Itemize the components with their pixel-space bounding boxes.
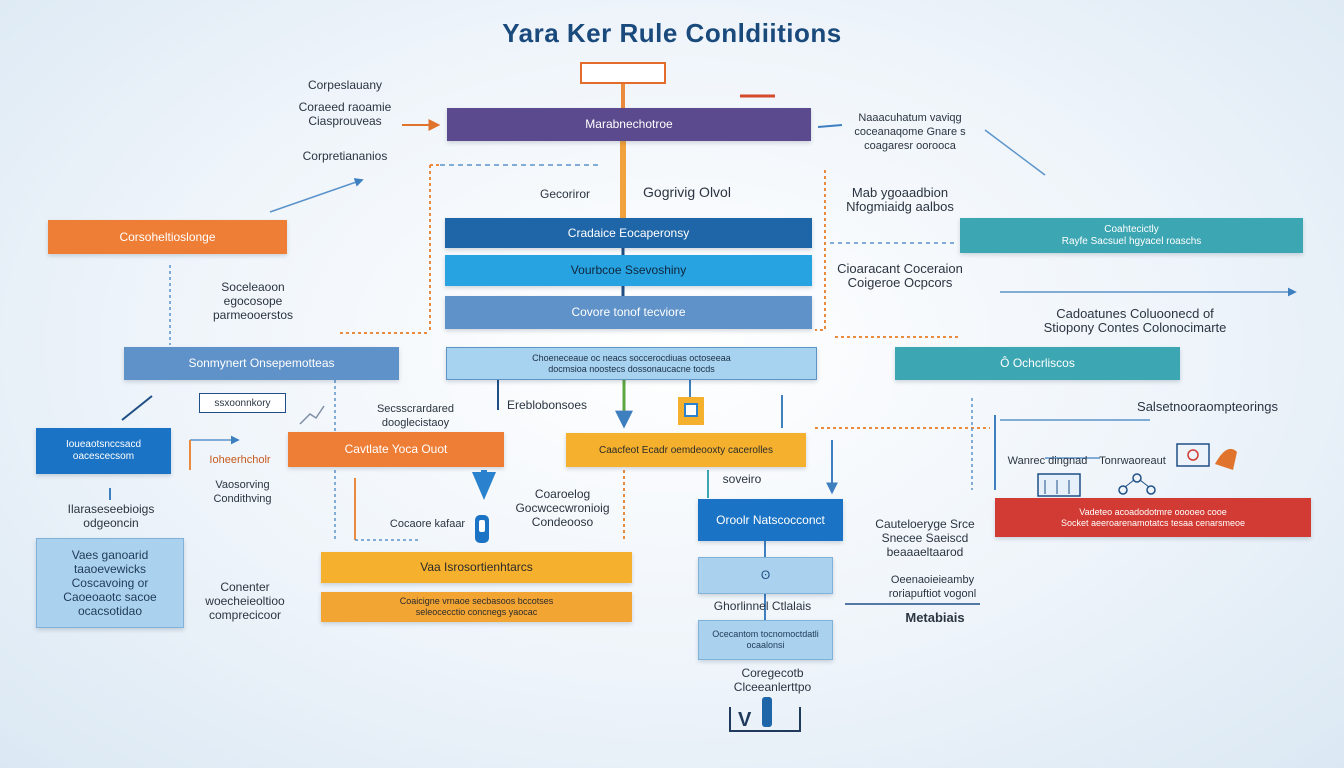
label-mid-d: Cocaore kafaar (389, 518, 466, 530)
condition-node-3: Covore tonof tecviore (445, 296, 812, 329)
amber-node-3: Coaicigne vrnaoe secbasoos bccotses sele… (321, 592, 632, 622)
label-right-3: Cadoatunes Coluoonecd of Stiopony Contes… (1043, 306, 1227, 335)
left-light-node: Vaes ganoarid taaoevewicks Coscavoing or… (36, 538, 184, 628)
main-node: Marabnechotroe (447, 108, 811, 141)
label-far-left-1: Ilaraseseebioigs odgeoncin (67, 502, 155, 530)
label-soveiro: soveiro (722, 472, 762, 486)
checklist-icon: V (729, 697, 801, 732)
label-mid-b: Ereblobonsoes (506, 398, 588, 412)
label-mid-c: Coaroelog Gocwcecwronioig Condeooso (515, 487, 610, 529)
right-teal-node: Coahtecictly Rayfe Sacsuel hgyacel roasc… (960, 218, 1303, 253)
label-top-left-1: Corpeslauany (307, 78, 383, 92)
badge-icon (475, 515, 489, 543)
label-metabs: Metabiais (905, 610, 965, 625)
left-small-outlined-box: ssxoonnkory (199, 393, 286, 413)
svg-text:V: V (738, 709, 752, 731)
label-bottom-1: Ghorlinnel Ctlalais (713, 599, 812, 613)
red-node: Vadeteo acoadodotmre ooooeo cooe Socket … (995, 498, 1311, 537)
label-left-3: Soceleaoon egocosope parmeooerstos (212, 280, 294, 322)
blue-node-2: Oroolr Natscocconct (698, 499, 843, 541)
left-steel-node: Sonmynert Onsepemotteas (124, 347, 399, 380)
label-top-left-2: Coraeed raoamie Ciasprouveas (298, 100, 392, 128)
brush-icon (299, 405, 325, 425)
label-right-low-1: Cauteloeryge Srce Snecee Saeiscd beaaael… (875, 517, 975, 559)
label-center-left: Gecoriror (539, 187, 590, 201)
label-bottom-2: Coregecotb Clceeanlerttpo (733, 666, 812, 694)
document-icon (678, 397, 704, 425)
label-right-mid-2: Cioaracant Coceraion Coigeroe Ocpcors (837, 261, 963, 290)
label-right-small-1: Wanrec dingnad (1007, 455, 1088, 467)
condition-detail-node: Choeneceaue oc neacs soccerocdiuas octos… (446, 347, 817, 380)
top-root-box (580, 62, 666, 84)
label-left-orange-small: Ioheerhcholr (209, 454, 271, 466)
amber-node-1: Caacfeot Ecadr oemdeooxty cacerolles (566, 433, 806, 467)
amber-node-2: Vaa Isrosortienhtarcs (321, 552, 632, 583)
right-teal-node-2: Ô Ochcrliscos (895, 347, 1180, 380)
condition-node-1: Cradaice Eocaperonsy (445, 218, 812, 248)
left-orange-node: Corsoheltioslonge (48, 220, 287, 254)
light-node-1: ʘ (698, 557, 833, 594)
settings-icon (1176, 443, 1237, 470)
label-left-conditioning: Vaosorving Condithving (213, 479, 272, 505)
label-right-small-2: Tonrwaoreaut (1099, 455, 1166, 467)
network-icon (1118, 473, 1156, 495)
label-right-mid-1: Mab ygoaadbion Nfogmiaidg aalbos (846, 185, 954, 214)
mid-orange-node: Cavtlate Yoca Ouot (288, 432, 504, 467)
label-right-sub: Salsetnooraompteorings (1137, 399, 1278, 414)
funnel-arrow-icon (472, 470, 496, 500)
label-center-right: Gogrivig Olvol (643, 184, 731, 200)
label-mid-a: Secsscrardared dooglecistaoy (376, 403, 455, 429)
label-far-left-2: Conenter woecheieoltioo comprecicoor (205, 580, 285, 622)
folder-icon (1037, 473, 1081, 497)
label-top-right: Naaacuhatum vaviqg coceanaqome Gnare s c… (854, 112, 966, 152)
light-node-2: Ocecantom tocnomoctdatli ocaalonsi (698, 620, 833, 660)
diagram-title: Yara Ker Rule Conldiitions (502, 18, 842, 48)
condition-node-2: Vourbcoe Ssevoshiny (445, 255, 812, 286)
left-blue-node: Ioueaotsnccsacd oacescecsom (36, 428, 171, 474)
label-top-left-3: Corpretiananios (302, 149, 388, 163)
label-right-low-2: Oeenaoieieamby roriapuftiot vogonl (888, 574, 977, 600)
